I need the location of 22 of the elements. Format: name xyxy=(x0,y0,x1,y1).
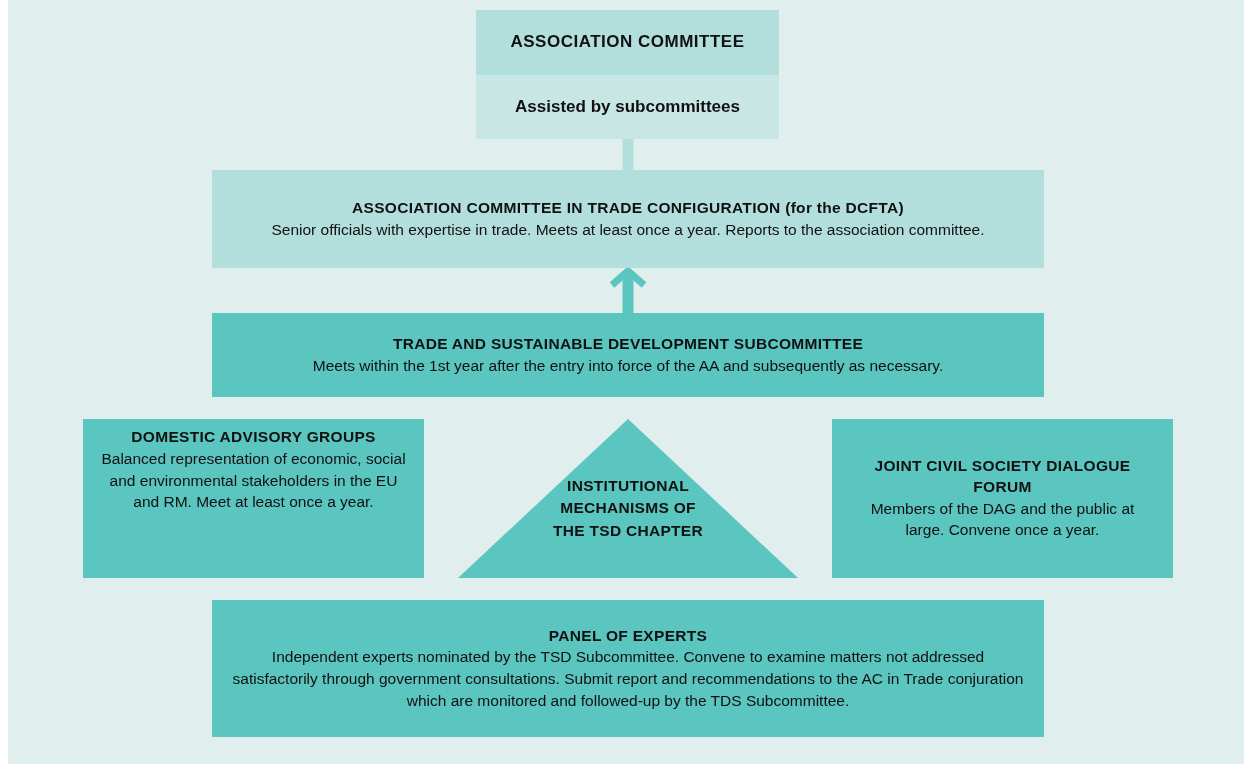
box-description: Independent experts nominated by the TSD Subcommittee. Convene to examine matters not addressed satisfactorily through government consultations. Submit report and recommendations to the AC in Trade conjuration which are monitored and followed-up by the TDS Subcommittee. xyxy=(232,647,1024,711)
forum-box xyxy=(832,419,1173,578)
box-description: Balanced representation of economic, social and environmental stakeholders in the EU and RM. Meet at least once a year. xyxy=(100,448,407,513)
triangle-label: INSTITUTIONAL MECHANISMS OF THE TSD CHAPTER xyxy=(551,476,704,541)
triangle-box xyxy=(458,419,798,578)
subtitle-band: Assisted by subcommittees xyxy=(476,74,779,139)
box-heading: TRADE AND SUSTAINABLE DEVELOPMENT SUBCOMMITTEE xyxy=(392,333,864,354)
box-heading: DOMESTIC ADVISORY GROUPS xyxy=(131,427,376,447)
configuration-box xyxy=(212,170,1044,268)
box-heading: PANEL OF EXPERTS xyxy=(548,625,708,646)
heading-band: ASSOCIATION COMMITTEE xyxy=(476,10,779,75)
panel-box xyxy=(212,600,1044,737)
box-description: Meets within the 1st year after the entry into force of the AA and subsequently as necessary. xyxy=(312,355,944,376)
box-heading: JOINT CIVIL SOCIETY DIALOGUE FORUM xyxy=(873,455,1132,497)
committee-box xyxy=(476,10,779,139)
advisory-groups-box xyxy=(83,419,424,578)
box-description: Members of the DAG and the public at large. Convene once a year. xyxy=(869,498,1136,541)
subcommittee-box xyxy=(212,313,1044,397)
box-heading: ASSOCIATION COMMITTEE IN TRADE CONFIGURATION (for the DCFTA) xyxy=(352,197,904,218)
box-description: Senior officials with expertise in trade. Meets at least once a year. Reports to the association committee. xyxy=(271,219,985,240)
connector-line xyxy=(622,139,634,170)
arrow xyxy=(608,267,648,313)
